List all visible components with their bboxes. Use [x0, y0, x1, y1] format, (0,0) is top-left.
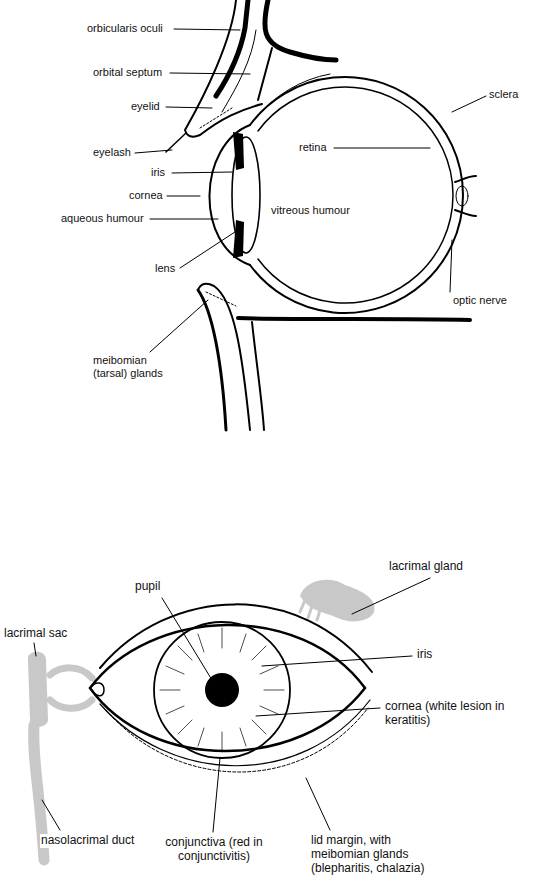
- part-label: nasolacrimal duct: [40, 834, 135, 848]
- leader-line: [452, 96, 486, 112]
- part-label: lid margin, with meibomian glands (bleph…: [310, 834, 454, 875]
- caruncle: [90, 683, 104, 696]
- leader-line: [174, 29, 240, 30]
- iris-circle: [154, 622, 290, 758]
- part-label: aqueous humour: [60, 212, 145, 225]
- leader-line: [256, 708, 380, 716]
- lower-lid: [198, 284, 250, 430]
- orbital-septum-line: [222, 30, 256, 112]
- part-label: orbicularis oculi: [86, 22, 164, 35]
- leader-line: [334, 148, 430, 149]
- retina-line: [258, 87, 453, 303]
- part-label: conjunctiva (red in conjunctivitis): [146, 836, 282, 864]
- part-label: cornea: [128, 189, 164, 202]
- leader-line: [34, 643, 36, 656]
- iris-striations: [160, 628, 284, 752]
- sclera-inner: [256, 74, 330, 118]
- leader-line: [150, 300, 208, 352]
- part-label: eyelash: [92, 146, 132, 159]
- lacrimal-canaliculi: [50, 668, 92, 708]
- leader-line: [162, 598, 212, 680]
- tarsal-plate: [200, 108, 232, 128]
- sclera-outline: [250, 77, 463, 313]
- part-label: iris: [416, 648, 433, 662]
- lacrimal-sac: [28, 652, 48, 727]
- part-label: iris: [150, 166, 166, 179]
- leader-line: [262, 656, 412, 666]
- part-label: lens: [154, 262, 176, 275]
- part-label: lacrimal gland: [388, 560, 464, 574]
- orbital-bone-lower: [238, 318, 470, 320]
- leader-line: [352, 578, 430, 614]
- leader-line: [42, 800, 60, 830]
- part-label: sclera: [488, 88, 519, 101]
- leader-line: [170, 73, 250, 74]
- part-label: orbital septum: [92, 66, 163, 79]
- upper-lid: [185, 0, 262, 137]
- orbital-bone-upper: [265, 0, 336, 60]
- iris-lower: [233, 220, 244, 258]
- lower-lid-glands: [106, 708, 368, 772]
- lacrimal-gland: [300, 580, 375, 622]
- leader-line: [180, 230, 238, 268]
- orbital-bone-rim: [258, 48, 272, 100]
- orbital-floor: [252, 322, 264, 430]
- part-label: pupil: [134, 580, 161, 594]
- cornea-outline: [209, 125, 250, 265]
- part-label: retina: [298, 141, 328, 154]
- leader-line: [172, 172, 232, 173]
- leader-line: [167, 196, 200, 197]
- leader-line: [135, 150, 172, 153]
- iris-upper: [233, 132, 244, 170]
- lower-lid-front: [198, 290, 226, 430]
- part-label: meibomian (tarsal) glands: [92, 354, 176, 379]
- leader-line: [306, 778, 330, 830]
- eyelash: [166, 133, 186, 152]
- lacrimal-ductules: [300, 600, 320, 620]
- part-label: eyelid: [130, 100, 161, 113]
- leader-line: [213, 758, 220, 832]
- leader-line: [166, 107, 212, 108]
- optic-nerve-sheath: [456, 186, 468, 206]
- lower-tarsal: [206, 292, 236, 306]
- pupil: [205, 673, 239, 707]
- leader-line: [150, 219, 218, 220]
- part-label: optic nerve: [452, 294, 508, 307]
- orbicularis-band: [216, 0, 248, 96]
- optic-nerve: [455, 176, 476, 216]
- part-label: vitreous humour: [270, 204, 351, 217]
- iris-striation: [160, 628, 284, 752]
- leader-line: [450, 240, 452, 292]
- part-label: cornea (white lesion in keratitis): [384, 700, 538, 728]
- part-label: lacrimal sac: [3, 627, 68, 641]
